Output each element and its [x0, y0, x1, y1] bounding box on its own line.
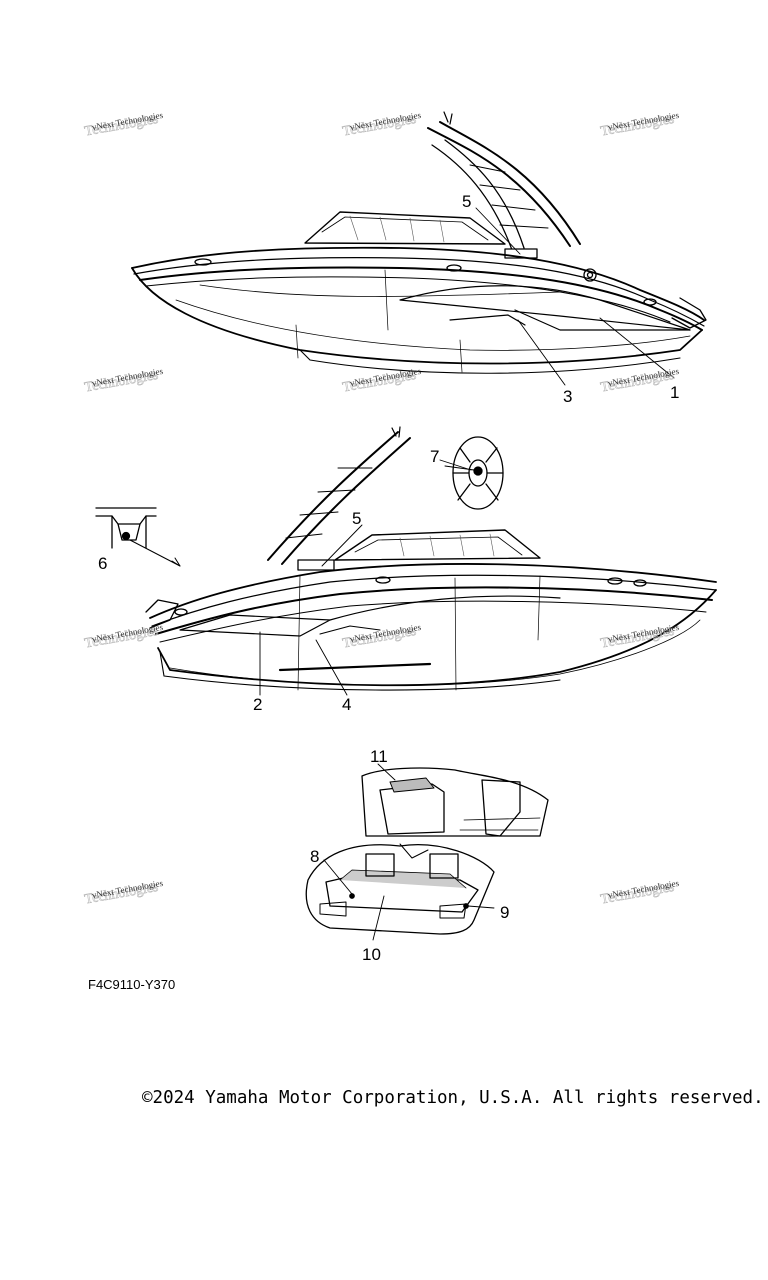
- cabin-detail-upper: [361, 767, 549, 837]
- steering-wheel-inset: [444, 436, 504, 510]
- copyright-notice: ©2024 Yamaha Motor Corporation, U.S.A. A…: [142, 1088, 764, 1108]
- boat-starboard-view: [131, 111, 707, 374]
- boat-port-view: [145, 426, 717, 691]
- callout-3: 3: [563, 387, 572, 406]
- leader-lines: [259, 207, 675, 941]
- figure-code: F4C9110-Y370: [88, 977, 176, 992]
- callout-2: 2: [253, 695, 262, 714]
- callout-5-top: 5: [462, 192, 471, 211]
- watermarks: Technologies vNext Technologies Technolo…: [83, 110, 680, 908]
- callout-10: 10: [362, 945, 381, 964]
- callout-6: 6: [98, 554, 107, 573]
- callout-9: 9: [500, 903, 509, 922]
- callout-8: 8: [310, 847, 319, 866]
- callout-1: 1: [670, 383, 679, 402]
- transom-inset: [95, 507, 181, 567]
- cabin-detail-lower: [305, 843, 495, 935]
- callout-5-bottom: 5: [352, 509, 361, 528]
- callout-11: 11: [370, 747, 388, 766]
- callout-labels: 1 2 3 4 5 5 6 7 8 9 10 11: [98, 192, 679, 964]
- callout-7: 7: [430, 447, 439, 466]
- callout-4: 4: [342, 695, 351, 714]
